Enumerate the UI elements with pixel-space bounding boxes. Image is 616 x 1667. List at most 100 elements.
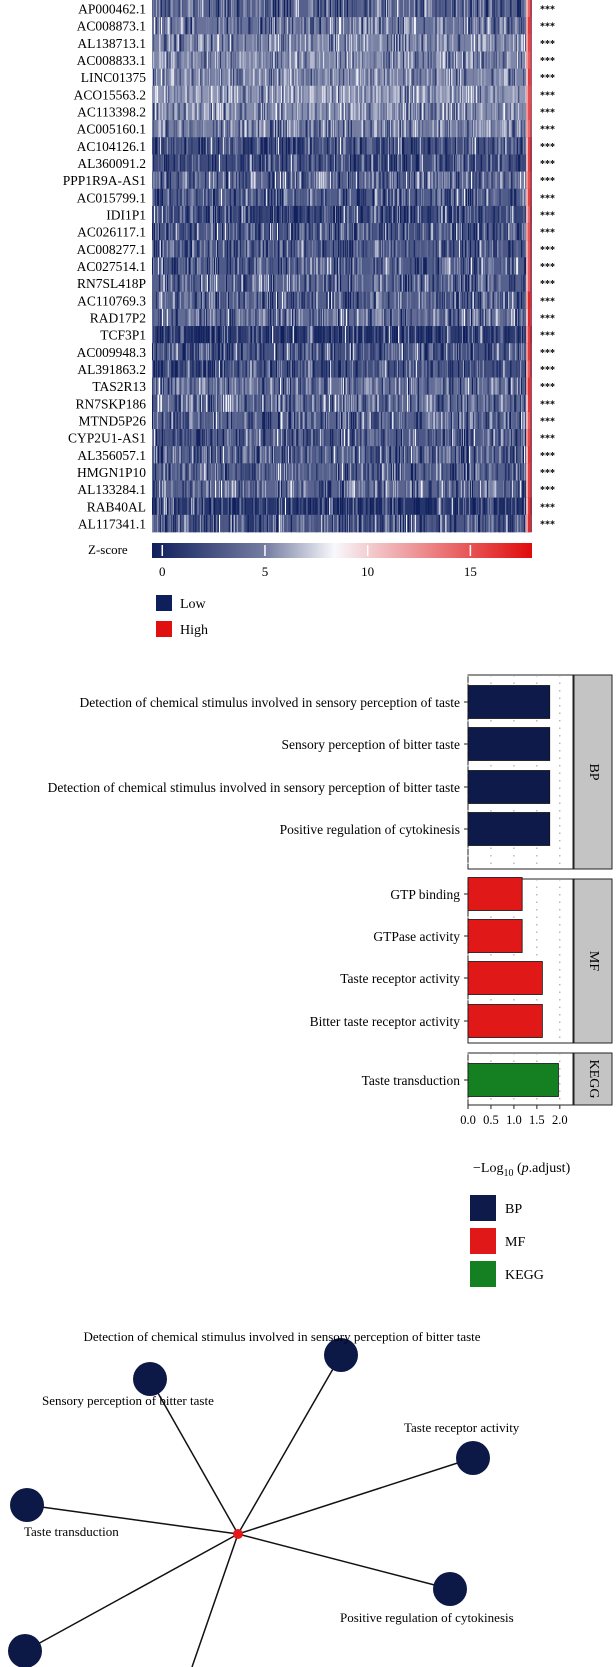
heatmap-row <box>152 137 532 155</box>
heatmap-significance-label: *** <box>540 382 555 393</box>
network-edge <box>149 1378 239 1535</box>
facet-strip <box>573 674 613 870</box>
heatmap-gene-label: RN7SKP186 <box>75 396 146 411</box>
network-node <box>8 1634 42 1667</box>
heatmap-row <box>152 102 532 121</box>
bar-term-label: Bitter taste receptor activity <box>310 1014 461 1029</box>
heatmap-significance-label: *** <box>540 176 555 187</box>
bar-term-label: Detection of chemical stimulus involved … <box>79 695 460 710</box>
heatmap-row <box>152 514 532 533</box>
heatmap-significance-labels: *** *** *** *** *** *** *** *** *** *** *** *** *** *… <box>540 5 555 531</box>
facet-strip-label: MF <box>586 951 601 971</box>
colorbar-gradient <box>152 543 532 558</box>
network-hub-node <box>233 1529 243 1539</box>
network-edge <box>24 1533 239 1652</box>
bar-term-label: Sensory perception of bitter taste <box>282 737 460 752</box>
facet-strip-label: KEGG <box>586 1060 601 1099</box>
colorbar-label: Z-score <box>88 542 128 557</box>
heatmap-row <box>152 51 532 69</box>
heatmap-gene-label: AL133284.1 <box>77 482 146 497</box>
bar-term-label: GTPase activity <box>373 929 460 944</box>
bar-term-label: Detection of chemical stimulus involved … <box>48 780 460 795</box>
bar <box>467 919 523 953</box>
heatmap-row <box>152 223 532 241</box>
heatmap-significance-label: *** <box>540 108 555 119</box>
heatmap-significance-label: *** <box>540 245 555 256</box>
network-edge <box>26 1504 239 1535</box>
heatmap-row <box>152 0 532 18</box>
heatmap-gene-label: TCF3P1 <box>100 328 146 343</box>
heatmap-significance-label: *** <box>540 485 555 496</box>
heatmap-gene-label: HMGN1P10 <box>77 465 146 480</box>
heatmap-significance-label: *** <box>540 228 555 239</box>
heatmap-gene-label: AL360091.2 <box>77 156 146 171</box>
legend-label-mf: MF <box>505 1235 525 1250</box>
bar <box>467 1004 543 1038</box>
legend-label-bp: BP <box>505 1202 522 1217</box>
heatmap-gene-label: PPP1R9A-AS1 <box>63 173 146 188</box>
heatmap-row <box>152 411 532 430</box>
legend-swatch-mf <box>470 1228 496 1254</box>
bar <box>467 685 551 719</box>
heatmap-significance-label: *** <box>540 5 555 16</box>
heatmap-significance-label: *** <box>540 399 555 410</box>
legend-swatch-low <box>156 595 172 611</box>
heatmap-gene-label: AC026117.1 <box>77 225 146 240</box>
bar <box>467 770 551 804</box>
heatmap-significance-label: *** <box>540 331 555 342</box>
legend-label-low: Low <box>180 597 207 612</box>
heatmap-row <box>152 326 532 344</box>
heatmap-gene-label: AC113398.2 <box>77 105 146 120</box>
heatmap-gene-label: RAB40AL <box>87 499 146 514</box>
network-label-taste-receptor: Taste receptor activity <box>404 1420 520 1435</box>
x-tick-label: 0.0 <box>460 1113 476 1127</box>
heatmap-row <box>152 343 532 361</box>
legend-label-kegg: KEGG <box>505 1268 544 1283</box>
heatmap-gene-label: RN7SL418P <box>77 276 146 291</box>
heatmap-gene-label: AC110769.3 <box>77 293 146 308</box>
heatmap-significance-label: *** <box>540 22 555 33</box>
heatmap-row <box>152 377 532 396</box>
heatmap-row <box>152 446 532 464</box>
network-node <box>324 1338 358 1372</box>
heatmap-significance-label: *** <box>540 211 555 222</box>
x-tick-label: 2.0 <box>552 1113 568 1127</box>
heatmap-gene-label: AC008277.1 <box>77 242 146 257</box>
heatmap-row <box>152 360 532 378</box>
network-edges <box>24 1354 474 1667</box>
legend-label-high: High <box>180 623 208 638</box>
legend-swatch-kegg <box>470 1261 496 1287</box>
heatmap-row <box>152 274 532 293</box>
heatmap-significance-label: *** <box>540 519 555 530</box>
heatmap-gene-labels: AP000462.1AC008873.1AL138713.1AC008833.1… <box>63 2 147 532</box>
network-edge <box>237 1457 474 1535</box>
network-node <box>456 1441 490 1475</box>
network-edge <box>191 1533 239 1667</box>
bar <box>467 877 523 911</box>
heatmap-significance-label: *** <box>540 90 555 101</box>
colorbar-tick-label: 0 <box>159 564 166 579</box>
heatmap-gene-label: AC015799.1 <box>77 190 146 205</box>
heatmap-gene-label: AC027514.1 <box>77 259 146 274</box>
network-label-bitter-detection: Detection of chemical stimulus involved … <box>83 1329 480 1344</box>
heatmap-panel <box>152 0 532 533</box>
x-tick-label: 1.5 <box>529 1113 545 1127</box>
legend-swatch-high <box>156 621 172 637</box>
heatmap-row <box>152 154 532 172</box>
heatmap-significance-label: *** <box>540 296 555 307</box>
bar-term-label: Taste transduction <box>362 1073 461 1088</box>
colorbar <box>152 543 532 558</box>
heatmap-row <box>152 205 532 224</box>
heatmap-row <box>152 257 532 275</box>
heatmap-significance-label: *** <box>540 142 555 153</box>
heatmap-significance-label: *** <box>540 193 555 204</box>
heatmap-gene-label: IDI1P1 <box>106 208 146 223</box>
heatmap-gene-label: AL356057.1 <box>77 448 146 463</box>
heatmap-row <box>152 17 532 35</box>
heatmap-significance-label: *** <box>540 416 555 427</box>
network-nodes <box>8 1338 490 1667</box>
bar-group-kegg: KEGG Taste transduction <box>362 1052 613 1106</box>
